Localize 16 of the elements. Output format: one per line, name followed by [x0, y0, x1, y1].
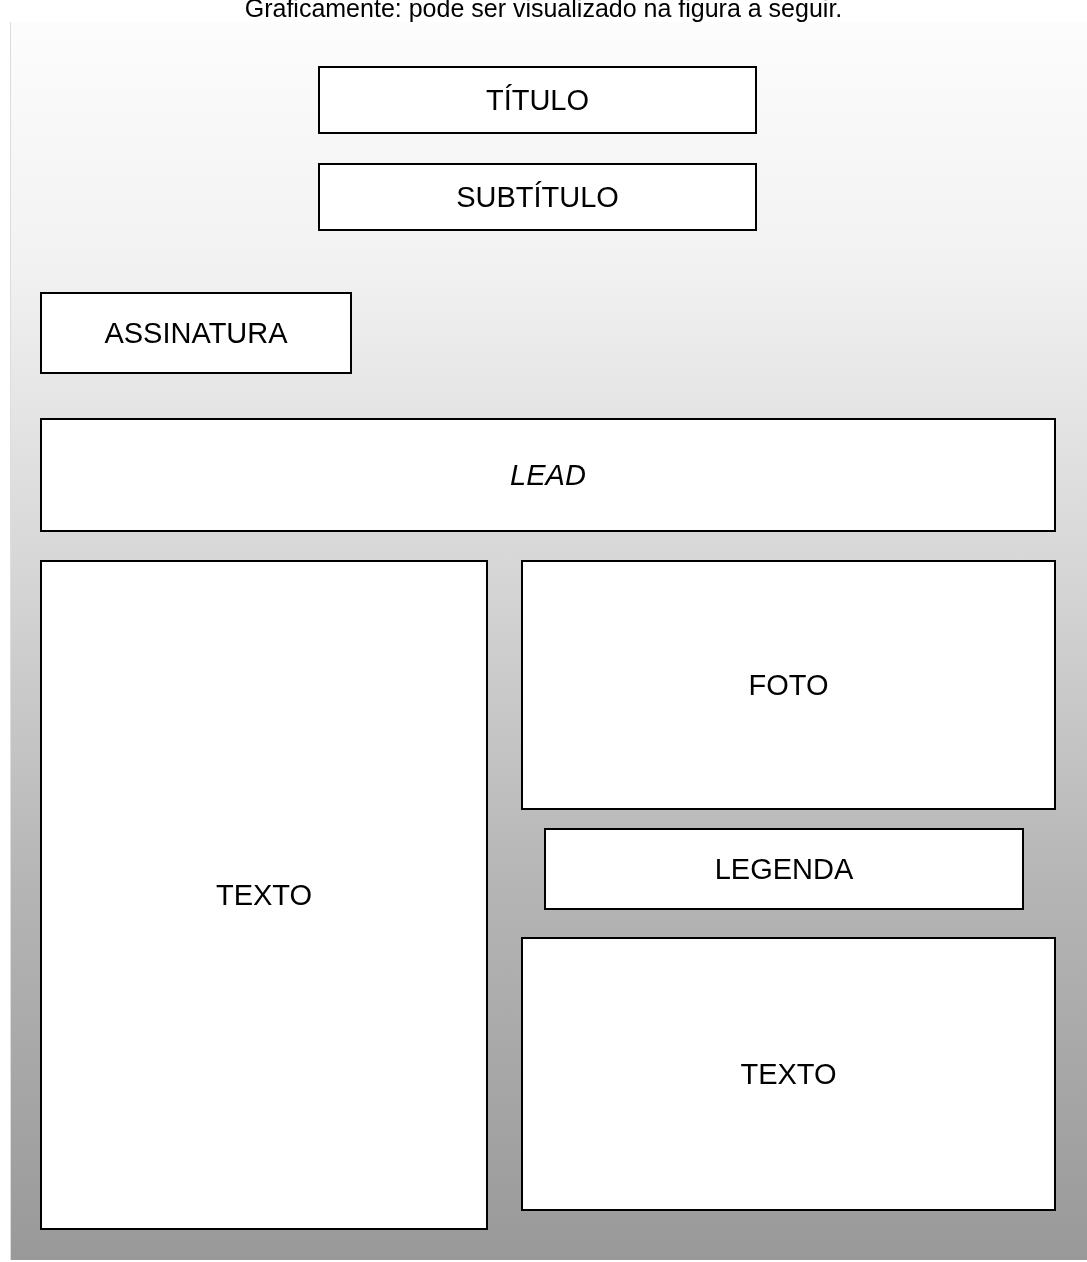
- layout-box: [318, 66, 757, 134]
- box-label: TÍTULO: [485, 83, 590, 117]
- box-label: TEXTO: [215, 878, 313, 912]
- box-label: TEXTO: [740, 1057, 837, 1091]
- box-label: ASSINATURA: [104, 316, 288, 350]
- box-label: LEGENDA: [714, 852, 854, 886]
- box-label: SUBTÍTULO: [456, 180, 619, 214]
- box-label: LEAD: [510, 458, 586, 492]
- layout-box: [40, 292, 352, 374]
- layout-box: [521, 937, 1056, 1211]
- layout-box: [40, 418, 1056, 532]
- layout-box: [521, 560, 1056, 810]
- layout-box: [40, 560, 488, 1230]
- box-label: FOTO: [748, 668, 829, 702]
- layout-box: [544, 828, 1024, 910]
- layout-box: [318, 163, 757, 231]
